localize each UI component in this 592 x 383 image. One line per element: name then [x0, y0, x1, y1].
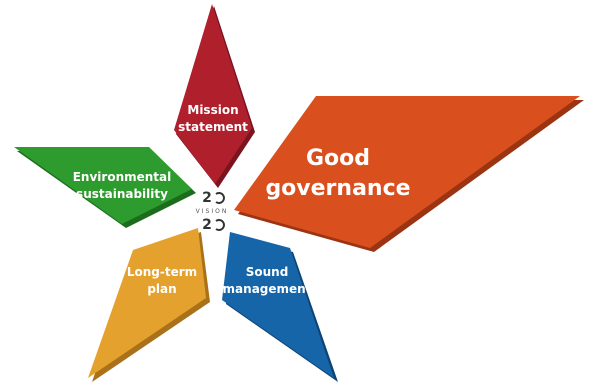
petal-environment-label-line2: sustainability: [76, 187, 168, 201]
logo-bottom-digit: 2: [202, 217, 212, 233]
vision-2020-logo: 2 VISION 2: [196, 190, 229, 233]
petal-governance-label-line1: Good: [306, 146, 370, 171]
petal-environment-label-line1: Environmental: [73, 170, 172, 184]
logo-top-digit: 2: [202, 190, 212, 206]
petal-longterm-label-line2: plan: [147, 282, 176, 296]
petal-environmental-sustainability[interactable]: Environmental sustainability: [14, 147, 196, 228]
petal-governance-shape: [234, 96, 580, 248]
petal-longterm-label-line1: Long-term: [127, 265, 197, 279]
petal-sound-label-line2: management: [223, 282, 312, 296]
petal-mission-shape: [174, 4, 252, 184]
petal-sound-management[interactable]: Sound management: [222, 232, 338, 382]
petal-governance-label-line2: governance: [265, 176, 410, 201]
petal-mission-label-line1: Mission: [187, 103, 238, 117]
logo-vision-word: VISION: [196, 208, 229, 215]
petal-environment-shape: [14, 147, 192, 224]
petal-sound-label-line1: Sound: [246, 265, 289, 279]
petal-good-governance[interactable]: Good governance: [234, 96, 584, 252]
petal-sound-shape: [222, 232, 334, 378]
logo-top-arc-icon: [215, 192, 225, 204]
logo-bottom-arc-icon: [215, 219, 225, 231]
petal-long-term-plan[interactable]: Long-term plan: [88, 228, 210, 382]
petal-mission-label-line2: statement: [178, 120, 248, 134]
petal-mission-statement[interactable]: Mission statement: [174, 4, 255, 188]
petal-longterm-shape: [88, 228, 206, 378]
